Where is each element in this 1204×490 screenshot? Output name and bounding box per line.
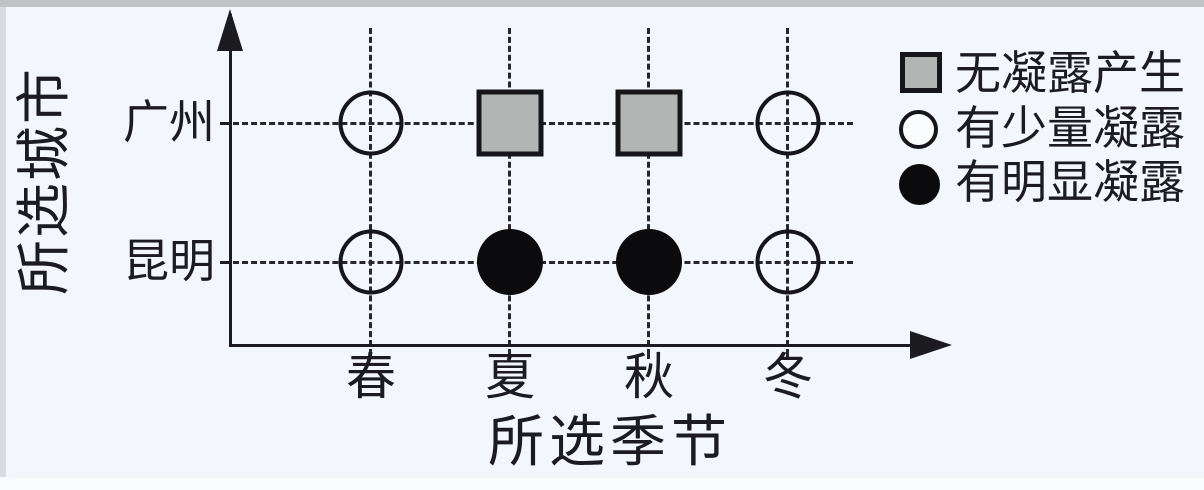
x-tick-label-summer: 夏 xyxy=(485,349,535,405)
x-tick-spring xyxy=(369,349,372,359)
x-axis xyxy=(230,344,912,347)
gridline-season-spring xyxy=(369,28,372,346)
y-axis-arrow-icon xyxy=(217,9,243,51)
y-axis xyxy=(229,14,232,347)
marker-white-circle xyxy=(338,229,404,295)
image-edge-bottom xyxy=(0,478,1204,490)
marker-white-circle xyxy=(338,90,404,156)
legend-label-obvious-condensation: 有明显凝露 xyxy=(955,157,1185,208)
gridline-city-kunming xyxy=(233,261,853,264)
image-edge-top xyxy=(0,0,1204,7)
y-tick-label-kunming: 昆明 xyxy=(123,236,215,287)
x-tick-label-winter: 冬 xyxy=(763,349,813,405)
legend-label-no-condensation: 无凝露产生 xyxy=(955,48,1185,99)
legend-label-slight-condensation: 有少量凝露 xyxy=(955,103,1185,154)
y-axis-title: 所选城市 xyxy=(14,67,75,296)
legend-gray-square-icon xyxy=(900,52,942,93)
gridline-season-autumn xyxy=(647,28,650,346)
marker-black-circle xyxy=(616,229,682,295)
gridline-season-winter xyxy=(786,28,789,346)
marker-gray-square xyxy=(615,89,683,157)
marker-gray-square xyxy=(476,89,544,157)
y-tick-kunming xyxy=(220,261,230,264)
marker-white-circle xyxy=(755,90,821,156)
legend-white-circle-icon xyxy=(899,110,938,149)
gridline-season-summer xyxy=(508,28,511,346)
marker-black-circle xyxy=(477,229,543,295)
x-tick-label-spring: 春 xyxy=(346,349,396,405)
x-axis-arrow-icon xyxy=(910,331,952,359)
legend-black-circle-icon xyxy=(899,164,940,205)
y-tick-label-guangzhou: 广州 xyxy=(123,97,215,148)
x-tick-label-autumn: 秋 xyxy=(624,349,674,405)
image-edge-left xyxy=(0,7,6,477)
x-tick-summer xyxy=(508,349,511,359)
y-tick-guangzhou xyxy=(220,122,230,125)
x-axis-title: 所选季节 xyxy=(488,412,732,474)
marker-white-circle xyxy=(755,229,821,295)
x-tick-winter xyxy=(786,349,789,359)
x-tick-autumn xyxy=(647,349,650,359)
